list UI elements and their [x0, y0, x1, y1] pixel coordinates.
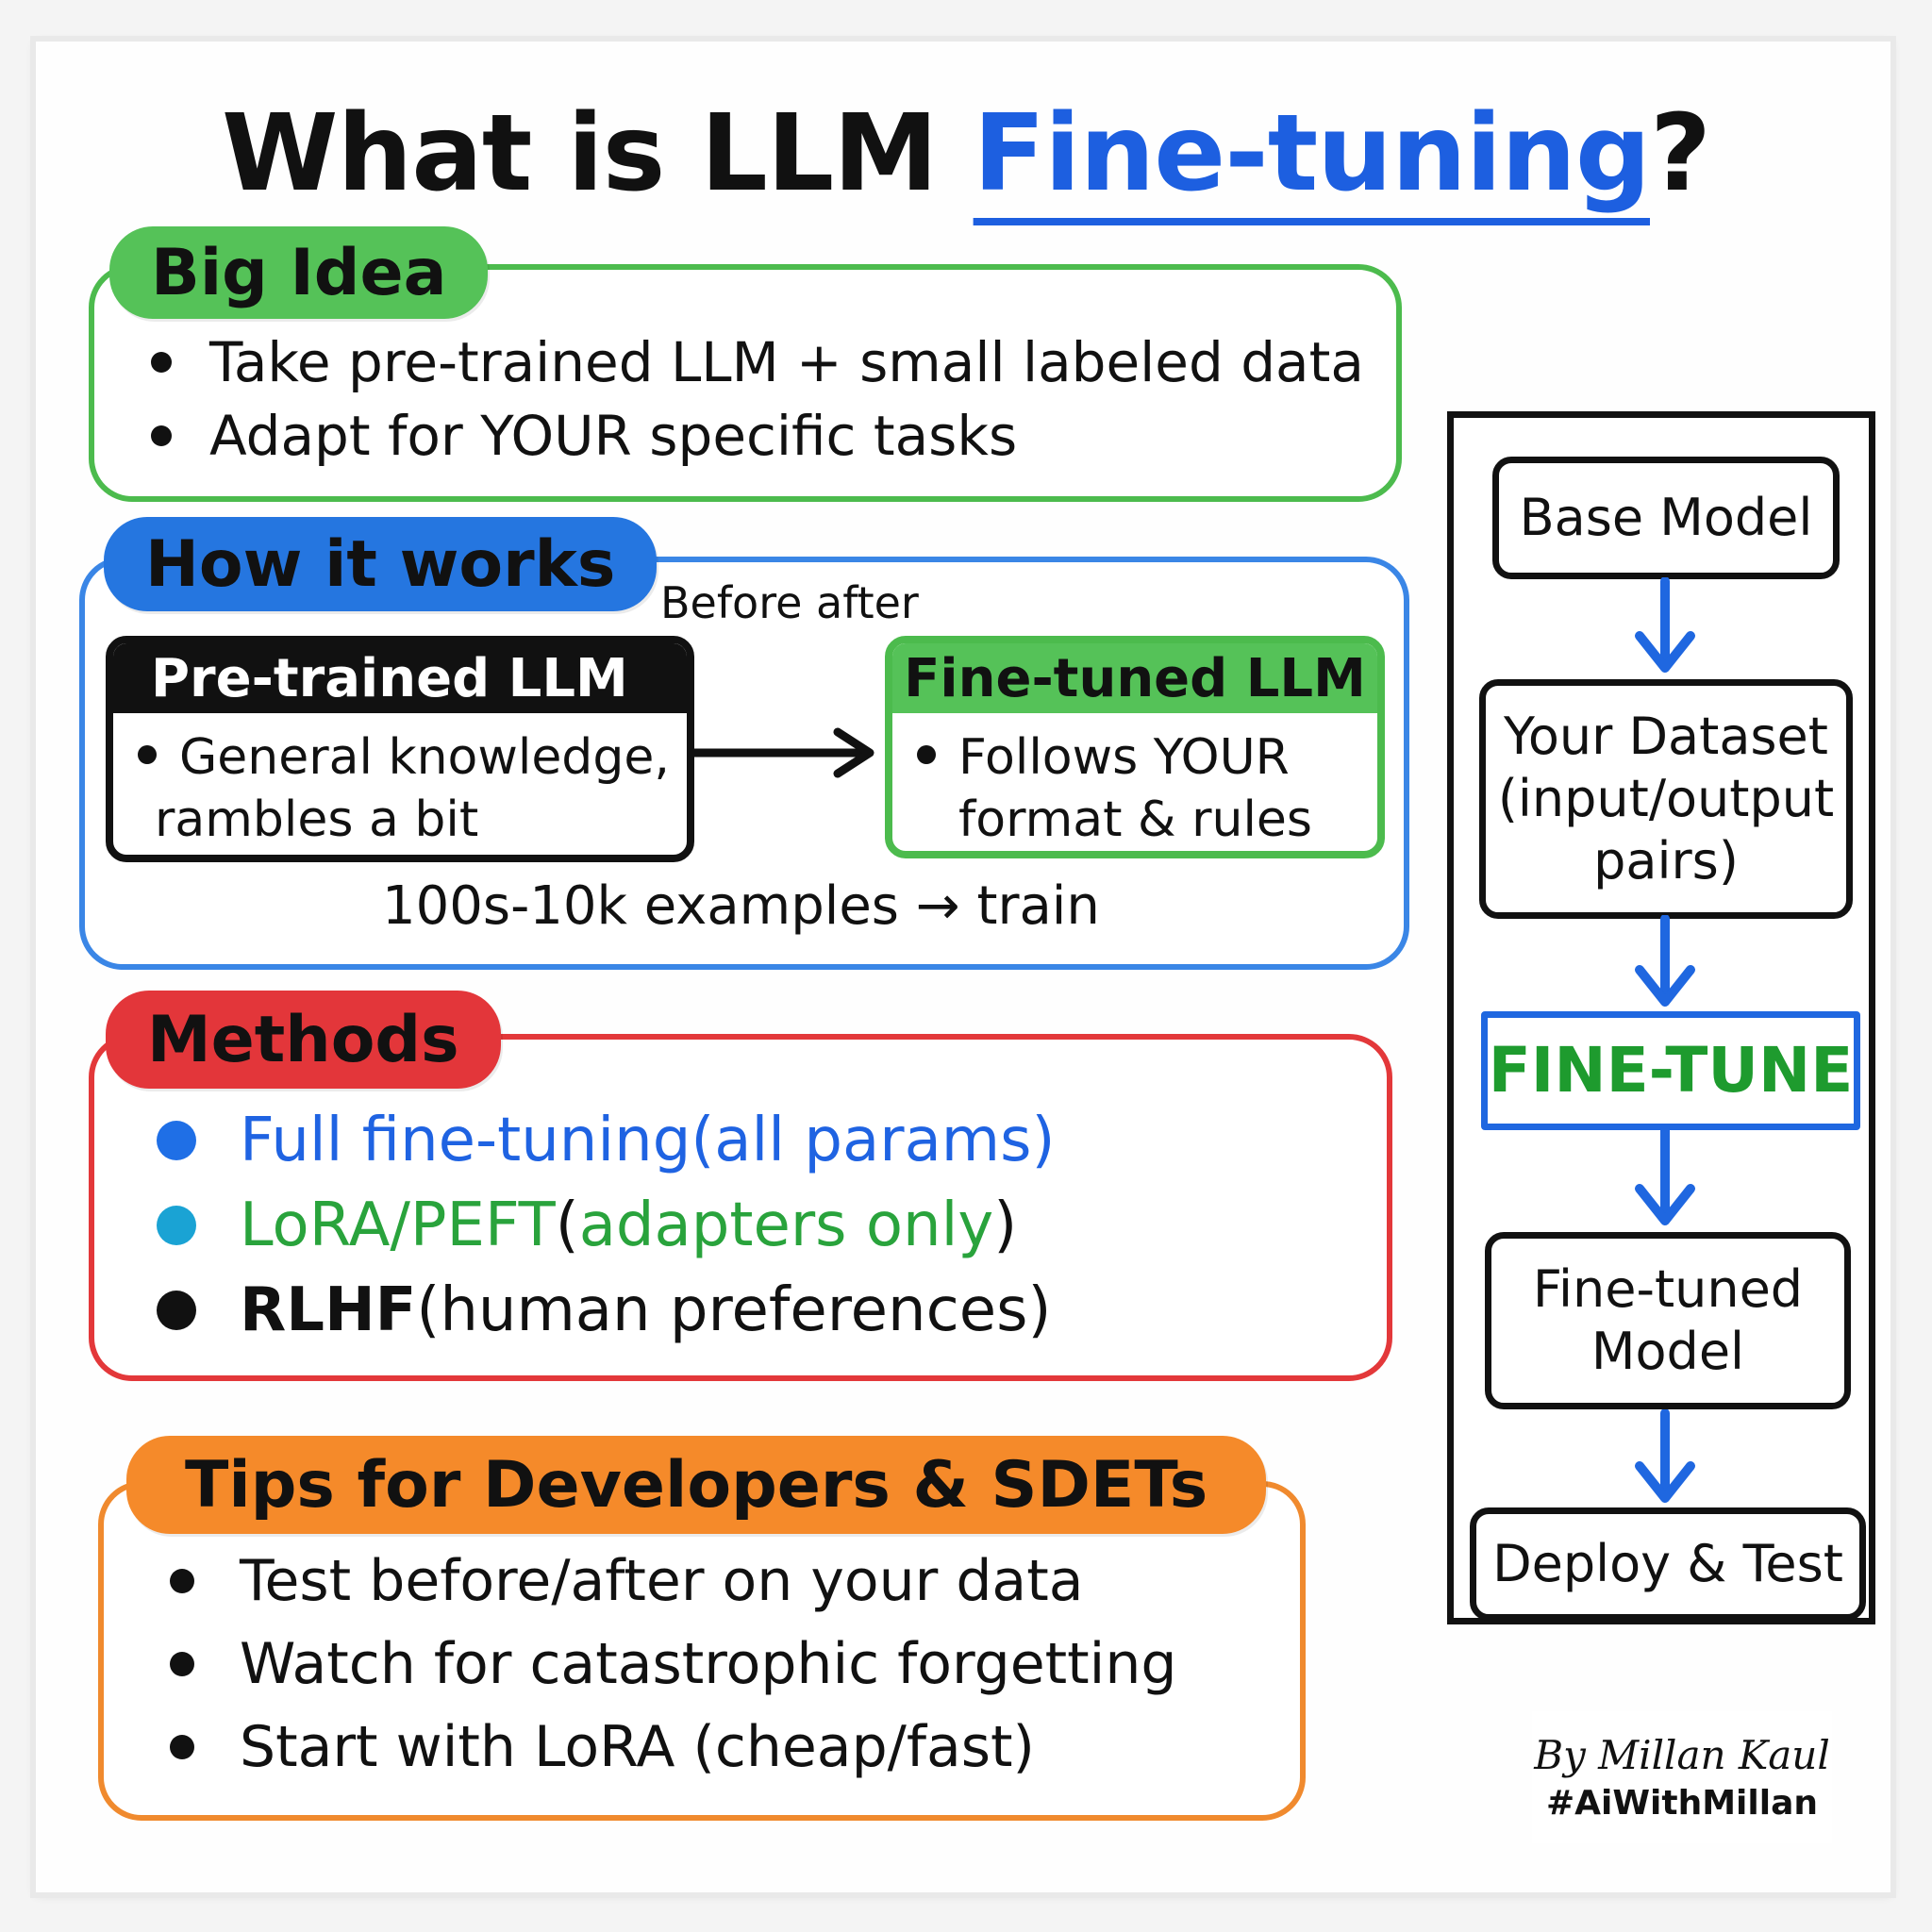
signature-block: By Millan Kaul #AiWithMillan [1532, 1711, 1832, 1843]
list-item: Adapt for YOUR specific tasks [151, 399, 1364, 473]
pre-trained-llm-box: Pre-trained LLM General knowledge, rambl… [106, 636, 694, 862]
bullet-text: Test before/after on your data [240, 1548, 1084, 1614]
arrow-down-icon [1635, 1409, 1695, 1503]
fine-tuned-line1: Follows YOUR [958, 729, 1290, 786]
pre-trained-llm-title: Pre-trained LLM [113, 643, 687, 713]
method-name: LoRA/PEFT [240, 1191, 556, 1260]
methods-label: Methods [106, 991, 501, 1089]
page-title: What is LLM Fine-tuning? [0, 92, 1932, 215]
flow-step-fine-tuned-model: Fine-tuned Model [1485, 1232, 1851, 1409]
title-prefix: What is LLM [222, 92, 974, 215]
flow-step-dataset: Your Dataset (input/output pairs) [1479, 679, 1853, 919]
bullet-dot [170, 1652, 194, 1676]
how-it-works-label: How it works [104, 517, 658, 611]
arrow-down-icon [1635, 577, 1695, 673]
method-detail: (adapters only) [555, 1191, 1018, 1260]
train-note: 100s-10k examples → train [382, 875, 1100, 937]
list-item: Watch for catastrophic forgetting [170, 1623, 1176, 1706]
bullet-dot [157, 1206, 196, 1245]
method-name: Full fine-tuning [240, 1106, 691, 1175]
title-suffix: ? [1650, 92, 1711, 215]
methods-panel [89, 1034, 1392, 1381]
list-item: Take pre-trained LLM + small labeled dat… [151, 325, 1364, 399]
bullet-text: Take pre-trained LLM + small labeled dat… [209, 330, 1364, 394]
before-after-caption: Before after [660, 577, 919, 628]
bullet-dot [157, 1291, 196, 1330]
method-rlhf: RLHF (human preferences) [157, 1268, 1055, 1353]
bullet-dot [170, 1569, 194, 1593]
title-accent: Fine-tuning [973, 92, 1651, 215]
method-lora: LoRA/PEFT (adapters only) [157, 1183, 1055, 1268]
fine-tuned-llm-box: Fine-tuned LLM Follows YOUR format & rul… [885, 636, 1385, 858]
pre-trained-line2: rambles a bit [155, 791, 479, 848]
bullet-text: Watch for catastrophic forgetting [240, 1631, 1177, 1697]
signature-name: By Millan Kaul [1534, 1732, 1830, 1778]
fine-tuned-line2: format & rules [958, 791, 1312, 848]
big-idea-label: Big Idea [109, 226, 489, 319]
method-detail: (human preferences) [416, 1275, 1052, 1345]
bullet-dot [170, 1735, 194, 1759]
method-full: Full fine-tuning (all params) [157, 1098, 1055, 1183]
arrow-right-icon [687, 727, 874, 778]
tips-list: Test before/after on your data Watch for… [170, 1540, 1176, 1789]
bullet-dot [917, 745, 936, 764]
bullet-dot [151, 425, 172, 446]
bullet-text: Start with LoRA (cheap/fast) [240, 1714, 1035, 1780]
methods-list: Full fine-tuning (all params) LoRA/PEFT … [157, 1098, 1055, 1353]
method-name: RLHF [240, 1275, 417, 1345]
signature-hashtag: #AiWithMillan [1545, 1784, 1819, 1823]
arrow-down-icon [1635, 915, 1695, 1007]
bullet-dot [157, 1121, 196, 1160]
flow-step-base-model: Base Model [1492, 457, 1840, 579]
big-idea-list: Take pre-trained LLM + small labeled dat… [151, 325, 1364, 473]
arrow-down-icon [1635, 1126, 1695, 1225]
tips-label: Tips for Developers & SDETs [126, 1436, 1267, 1534]
bullet-text: Adapt for YOUR specific tasks [209, 404, 1018, 468]
fine-tuned-llm-title: Fine-tuned LLM [892, 643, 1377, 713]
list-item: Start with LoRA (cheap/fast) [170, 1706, 1176, 1789]
list-item: Test before/after on your data [170, 1540, 1176, 1623]
pre-trained-line1: General knowledge, [179, 729, 670, 786]
bullet-dot [138, 745, 157, 764]
bullet-dot [151, 352, 172, 373]
flow-step-deploy-test: Deploy & Test [1470, 1507, 1866, 1621]
method-detail: (all params) [691, 1106, 1056, 1175]
flow-step-fine-tune: FINE-TUNE [1481, 1011, 1860, 1130]
